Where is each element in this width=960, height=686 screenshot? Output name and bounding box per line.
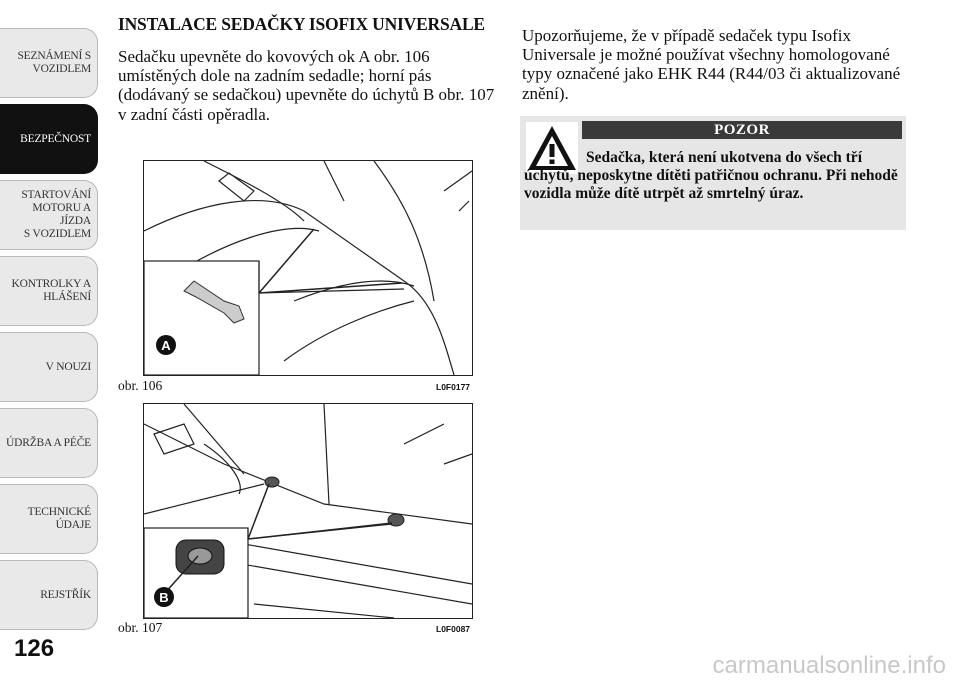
watermark: carmanualsonline.info [712, 652, 946, 679]
tab-technicke-udaje[interactable]: TECHNICKÉ ÚDAJE [0, 484, 98, 554]
figure-106-caption: obr. 106 [118, 378, 163, 393]
section-body: Sedačku upevněte do kovových ok A obr. 1… [118, 47, 495, 124]
tab-seznameni[interactable]: SEZNÁMENÍ S VOZIDLEM [0, 28, 98, 98]
tab-udrzba[interactable]: ÚDRŽBA A PÉČE [0, 408, 98, 478]
marker-b: B [159, 590, 168, 605]
warning-title: POZOR [582, 121, 902, 139]
notice-text: Upozorňujeme, že v případě sedaček typu … [522, 26, 901, 103]
figure-107-caption: obr. 107 [118, 620, 163, 635]
warning-box: POZOR Sedačka, která není ukotvena do vš… [520, 116, 906, 230]
tab-v-nouzi[interactable]: V NOUZI [0, 332, 98, 402]
figure-106: A [143, 160, 473, 376]
figure-107-code: L0F0087 [436, 624, 471, 634]
warning-triangle-icon [526, 122, 578, 174]
page-number: 126 [14, 635, 55, 662]
warning-text: Sedačka, která není ukotvena do všech tř… [524, 149, 898, 202]
section-heading: INSTALACE SEDAČKY ISOFIX UNIVERSALE [118, 14, 485, 34]
figure-106-code: L0F0177 [436, 382, 471, 392]
tab-kontrolky[interactable]: KONTROLKY A HLÁŠENÍ [0, 256, 98, 326]
marker-a: A [161, 338, 171, 353]
figure-107: B [143, 403, 473, 619]
tab-rejstrik[interactable]: REJSTŘÍK [0, 560, 98, 630]
tab-bezpecnost[interactable]: BEZPEČNOST [0, 104, 98, 174]
tab-startovani[interactable]: STARTOVÁNÍ MOTORU A JÍZDA S VOZIDLEM [0, 180, 98, 250]
